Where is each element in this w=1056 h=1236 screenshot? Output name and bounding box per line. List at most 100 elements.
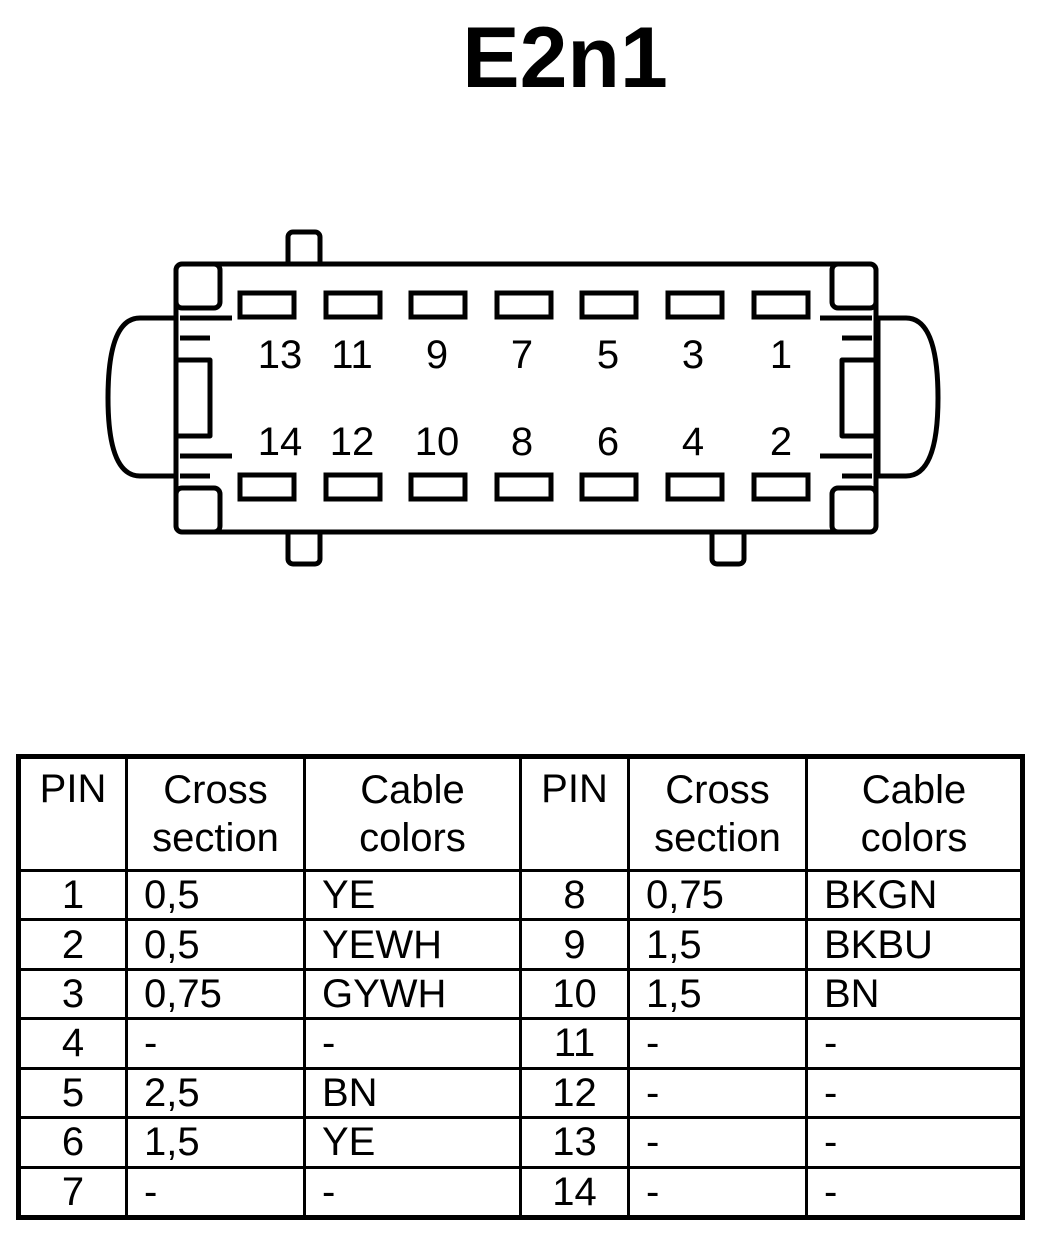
pin-number: 2 — [17, 918, 128, 971]
cable-color-value: BKGN — [805, 868, 1024, 922]
corner-block-tr — [829, 261, 879, 311]
pin-slot-top — [237, 290, 297, 320]
right-inner-channel — [839, 357, 879, 439]
pin-number: 12 — [519, 1066, 630, 1120]
cross-section-value: - — [627, 1165, 808, 1220]
table-header-row: PIN Cross section Cable colors PIN Cross… — [17, 755, 1024, 872]
cable-color-value: YE — [303, 1116, 522, 1169]
pin-label-bottom: 10 — [415, 420, 460, 464]
header-pin-label-2: PIN — [541, 767, 608, 811]
cross-section-value: - — [627, 1017, 808, 1070]
cross-section-value: 0,75 — [627, 868, 808, 922]
header-cross-section: Cross section — [125, 755, 306, 872]
corner-block-tl — [173, 261, 223, 311]
cross-section-value: 0,5 — [125, 868, 306, 922]
pin-slot-top — [579, 290, 639, 320]
pin-slot-bottom — [751, 472, 811, 502]
pin-number: 7 — [17, 1165, 128, 1220]
cross-section-value: 1,5 — [627, 918, 808, 971]
cross-section-value: - — [627, 1116, 808, 1169]
header-pin-label: PIN — [39, 767, 107, 811]
header-cable-colors-2: Cable colors — [805, 755, 1024, 872]
table-row: 7 - - 14 - - — [17, 1165, 1024, 1220]
header-cable-colors: Cable colors — [303, 755, 522, 872]
header-colors-line2: colors — [359, 816, 466, 860]
pin-label-bottom: 6 — [597, 420, 619, 464]
pin-assignment-table: PIN Cross section Cable colors PIN Cross… — [16, 754, 1025, 1220]
cross-section-value: - — [627, 1066, 808, 1120]
pin-slot-bottom — [408, 472, 468, 502]
header-colors-line2-2: colors — [860, 816, 968, 860]
cable-color-value: BN — [805, 967, 1024, 1021]
cable-color-value: BN — [303, 1066, 522, 1120]
pin-number: 4 — [17, 1017, 128, 1070]
pin-number: 14 — [519, 1165, 630, 1220]
corner-block-bl — [173, 485, 223, 535]
pin-slot-top — [408, 290, 468, 320]
pin-slot-bottom — [665, 472, 725, 502]
header-cross-line2: section — [152, 816, 279, 860]
pin-label-bottom: 12 — [330, 420, 375, 464]
pin-number: 10 — [519, 967, 630, 1021]
pin-slot-bottom — [494, 472, 554, 502]
cable-color-value: BKBU — [805, 918, 1024, 971]
pin-label-top: 11 — [331, 333, 373, 377]
table-row: 4 - - 11 - - — [17, 1017, 1024, 1070]
header-cross-line1-2: Cross — [665, 768, 770, 812]
cable-color-value: - — [805, 1165, 1024, 1220]
pin-slot-bottom — [579, 472, 639, 502]
right-ear — [875, 315, 941, 479]
cross-section-value: 2,5 — [125, 1066, 306, 1120]
pin-number: 11 — [519, 1017, 630, 1070]
cable-color-value: YE — [303, 868, 522, 922]
pin-label-top: 7 — [511, 333, 533, 377]
cable-color-value: GYWH — [303, 967, 522, 1021]
diagram-title: E2n1 — [462, 10, 668, 106]
cross-section-value: - — [125, 1017, 306, 1070]
header-cross-section-2: Cross section — [627, 755, 808, 872]
left-inner-channel — [173, 357, 213, 439]
pin-number: 1 — [17, 868, 128, 922]
header-pin-2: PIN — [519, 755, 630, 872]
table-row: 6 1,5 YE 13 - - — [17, 1116, 1024, 1169]
table-row: 3 0,75 GYWH 10 1,5 BN — [17, 967, 1024, 1021]
pin-label-top: 13 — [258, 333, 303, 377]
table-row: 2 0,5 YEWH 9 1,5 BKBU — [17, 918, 1024, 971]
header-cross-line1: Cross — [163, 768, 268, 812]
pin-number: 13 — [519, 1116, 630, 1169]
left-ear — [105, 315, 181, 479]
cable-color-value: - — [805, 1116, 1024, 1169]
pin-slot-bottom — [237, 472, 297, 502]
table-row: 1 0,5 YE 8 0,75 BKGN — [17, 868, 1024, 922]
pin-slot-bottom — [323, 472, 383, 502]
pin-slot-top — [665, 290, 725, 320]
header-colors-line1: Cable — [360, 768, 465, 812]
pin-label-top: 9 — [426, 333, 448, 377]
pin-label-top: 3 — [682, 333, 704, 377]
cable-color-value: - — [805, 1017, 1024, 1070]
table-row: 5 2,5 BN 12 - - — [17, 1066, 1024, 1120]
cable-color-value: YEWH — [303, 918, 522, 971]
pin-slot-top — [323, 290, 383, 320]
cross-section-value: - — [125, 1165, 306, 1220]
pin-slot-top — [494, 290, 554, 320]
pin-number: 6 — [17, 1116, 128, 1169]
pin-number: 3 — [17, 967, 128, 1021]
cross-section-value: 1,5 — [125, 1116, 306, 1169]
pin-label-top: 1 — [770, 333, 792, 377]
cross-section-value: 0,5 — [125, 918, 306, 971]
header-colors-line1-2: Cable — [861, 768, 967, 812]
header-pin: PIN — [17, 755, 128, 872]
corner-block-br — [829, 485, 879, 535]
pin-label-bottom: 4 — [682, 420, 704, 464]
cross-section-value: 0,75 — [125, 967, 306, 1021]
pin-number: 9 — [519, 918, 630, 971]
pin-label-bottom: 2 — [770, 420, 792, 464]
pin-label-bottom: 14 — [258, 420, 303, 464]
pin-slot-top — [751, 290, 811, 320]
header-cross-line2-2: section — [654, 816, 781, 860]
pin-label-top: 5 — [597, 333, 619, 377]
cable-color-value: - — [303, 1017, 522, 1070]
pin-number: 5 — [17, 1066, 128, 1120]
